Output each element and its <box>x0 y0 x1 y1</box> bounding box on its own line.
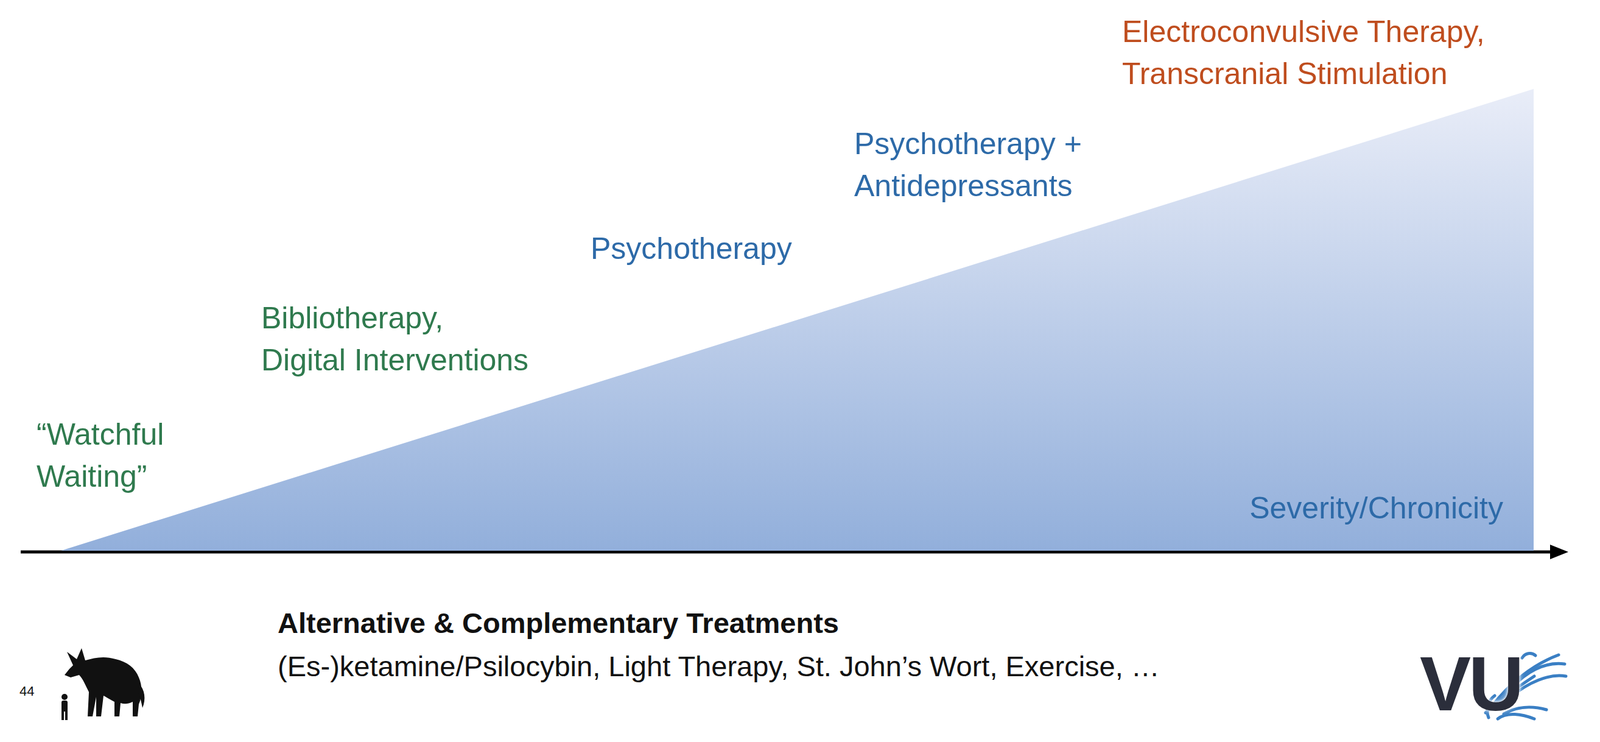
logo-text: VU <box>1419 644 1522 724</box>
wolf-icon <box>64 647 145 716</box>
treatment-list: (Es-)ketamine/Psilocybin, Light Therapy,… <box>277 647 1160 685</box>
section-heading: Alternative & Complementary Treatments <box>277 603 839 642</box>
treatment-label: Psychotherapy + Antidepressants <box>854 122 1087 208</box>
axis-label: Severity/Chronicity <box>1249 489 1504 527</box>
treatment-label: Psychotherapy <box>590 227 793 270</box>
treatment-label: Bibliotherapy, Digital Interventions <box>261 297 534 382</box>
treatment-label: Electroconvulsive Therapy, Transcranial … <box>1122 10 1489 95</box>
triangle-fill <box>60 88 1534 551</box>
human-figure <box>61 693 68 720</box>
slide-number: 44 <box>19 683 35 699</box>
treatment-label: “Watchful Waiting” <box>36 413 164 498</box>
